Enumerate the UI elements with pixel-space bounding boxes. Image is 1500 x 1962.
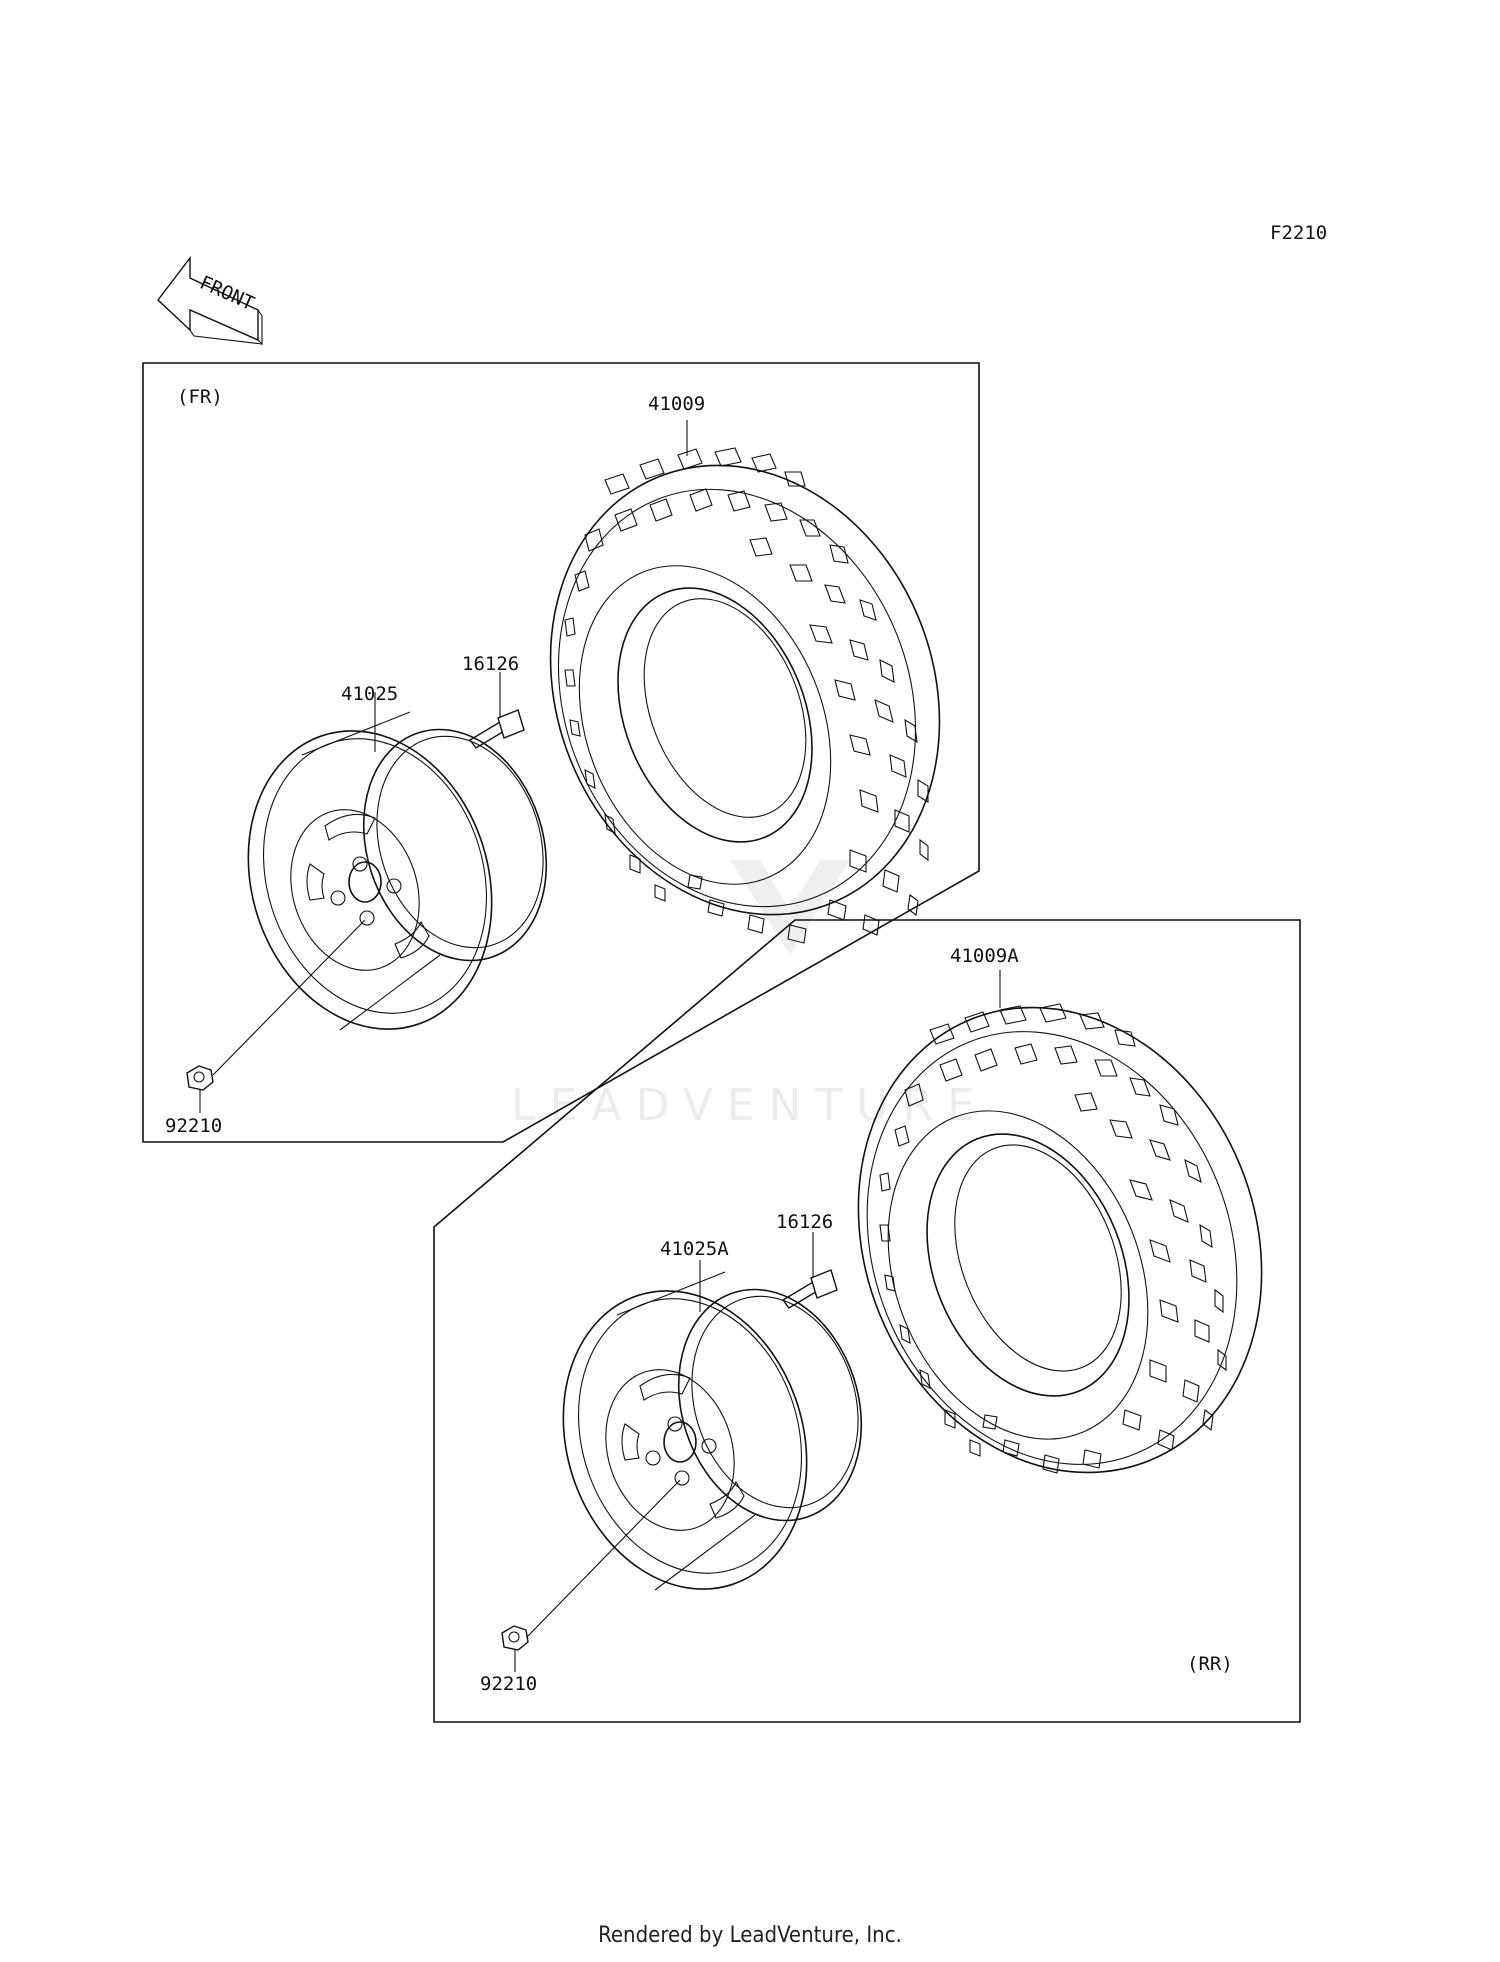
- front-tire-part: 41009: [648, 393, 705, 415]
- figure-code: F2210: [1270, 222, 1327, 244]
- rear-valve: [781, 1232, 838, 1309]
- front-tire: [549, 420, 941, 944]
- front-group: (FR): [142, 362, 980, 1143]
- front-wheel-part: 41025: [341, 683, 398, 705]
- watermark-text: LEADVENTURE: [511, 1080, 989, 1131]
- rear-group: (RR): [433, 919, 1301, 1723]
- rear-nut: [501, 1625, 529, 1672]
- rear-valve-part: 16126: [776, 1211, 833, 1233]
- rear-nut-part: 92210: [480, 1673, 537, 1695]
- rear-tire: [857, 970, 1263, 1474]
- rear-group-label: (RR): [1187, 1653, 1233, 1675]
- front-valve-part: 16126: [462, 653, 519, 675]
- front-valve: [468, 672, 525, 749]
- rear-tire-part: 41009A: [950, 945, 1019, 967]
- rear-group-frame: [433, 919, 1301, 1723]
- front-arrow-icon: FRONT: [157, 255, 263, 346]
- front-group-frame: [142, 362, 980, 1143]
- front-wheel: [212, 692, 548, 1076]
- front-nut: [186, 1065, 214, 1113]
- front-group-label: (FR): [177, 386, 223, 408]
- watermark: LEADVENTURE: [511, 860, 989, 1131]
- rear-wheel: [526, 1260, 863, 1638]
- footer-credit: Rendered by LeadVenture, Inc.: [598, 1923, 902, 1948]
- rear-wheel-part: 41025A: [660, 1238, 729, 1260]
- front-nut-part: 92210: [165, 1115, 222, 1137]
